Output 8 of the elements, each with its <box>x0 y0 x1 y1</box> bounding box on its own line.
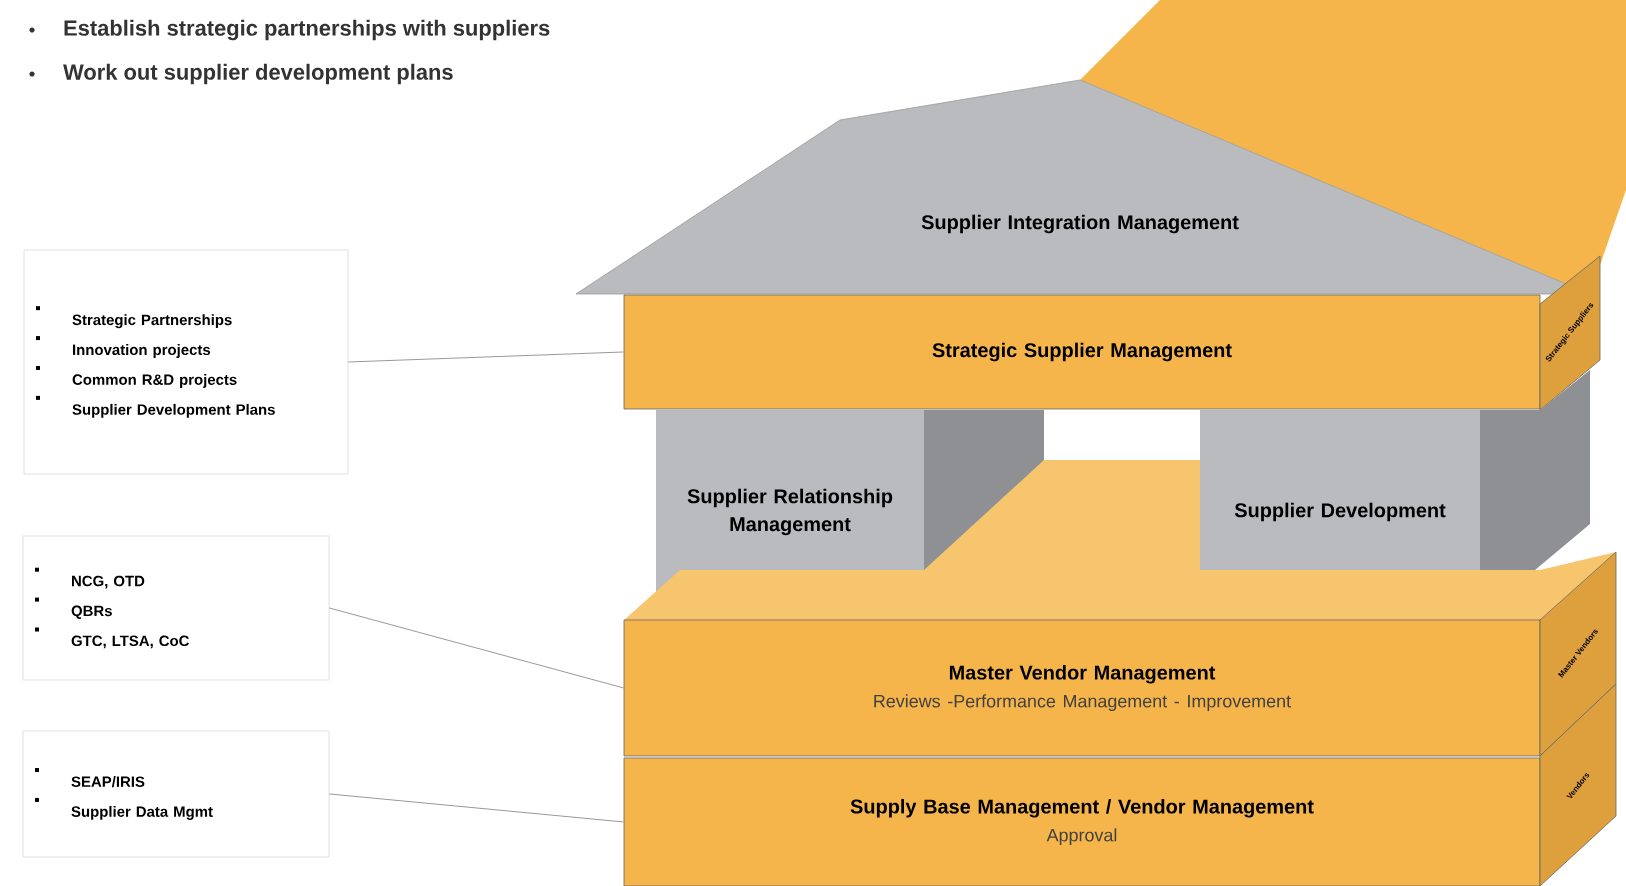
bullet-text: Work out supplier development plans <box>63 63 453 85</box>
roof-triangle: Supplier Integration Management <box>575 0 1626 295</box>
leader-line <box>347 351 625 363</box>
leader-line <box>328 793 625 823</box>
layer-band: Supply Base Management / Vendor Management Approval <box>623 757 1541 886</box>
bullet-text: Establish strategic partnerships with suppliers <box>64 19 550 41</box>
leader-line <box>328 607 625 689</box>
layer-band: Strategic Supplier Management <box>623 294 1541 410</box>
